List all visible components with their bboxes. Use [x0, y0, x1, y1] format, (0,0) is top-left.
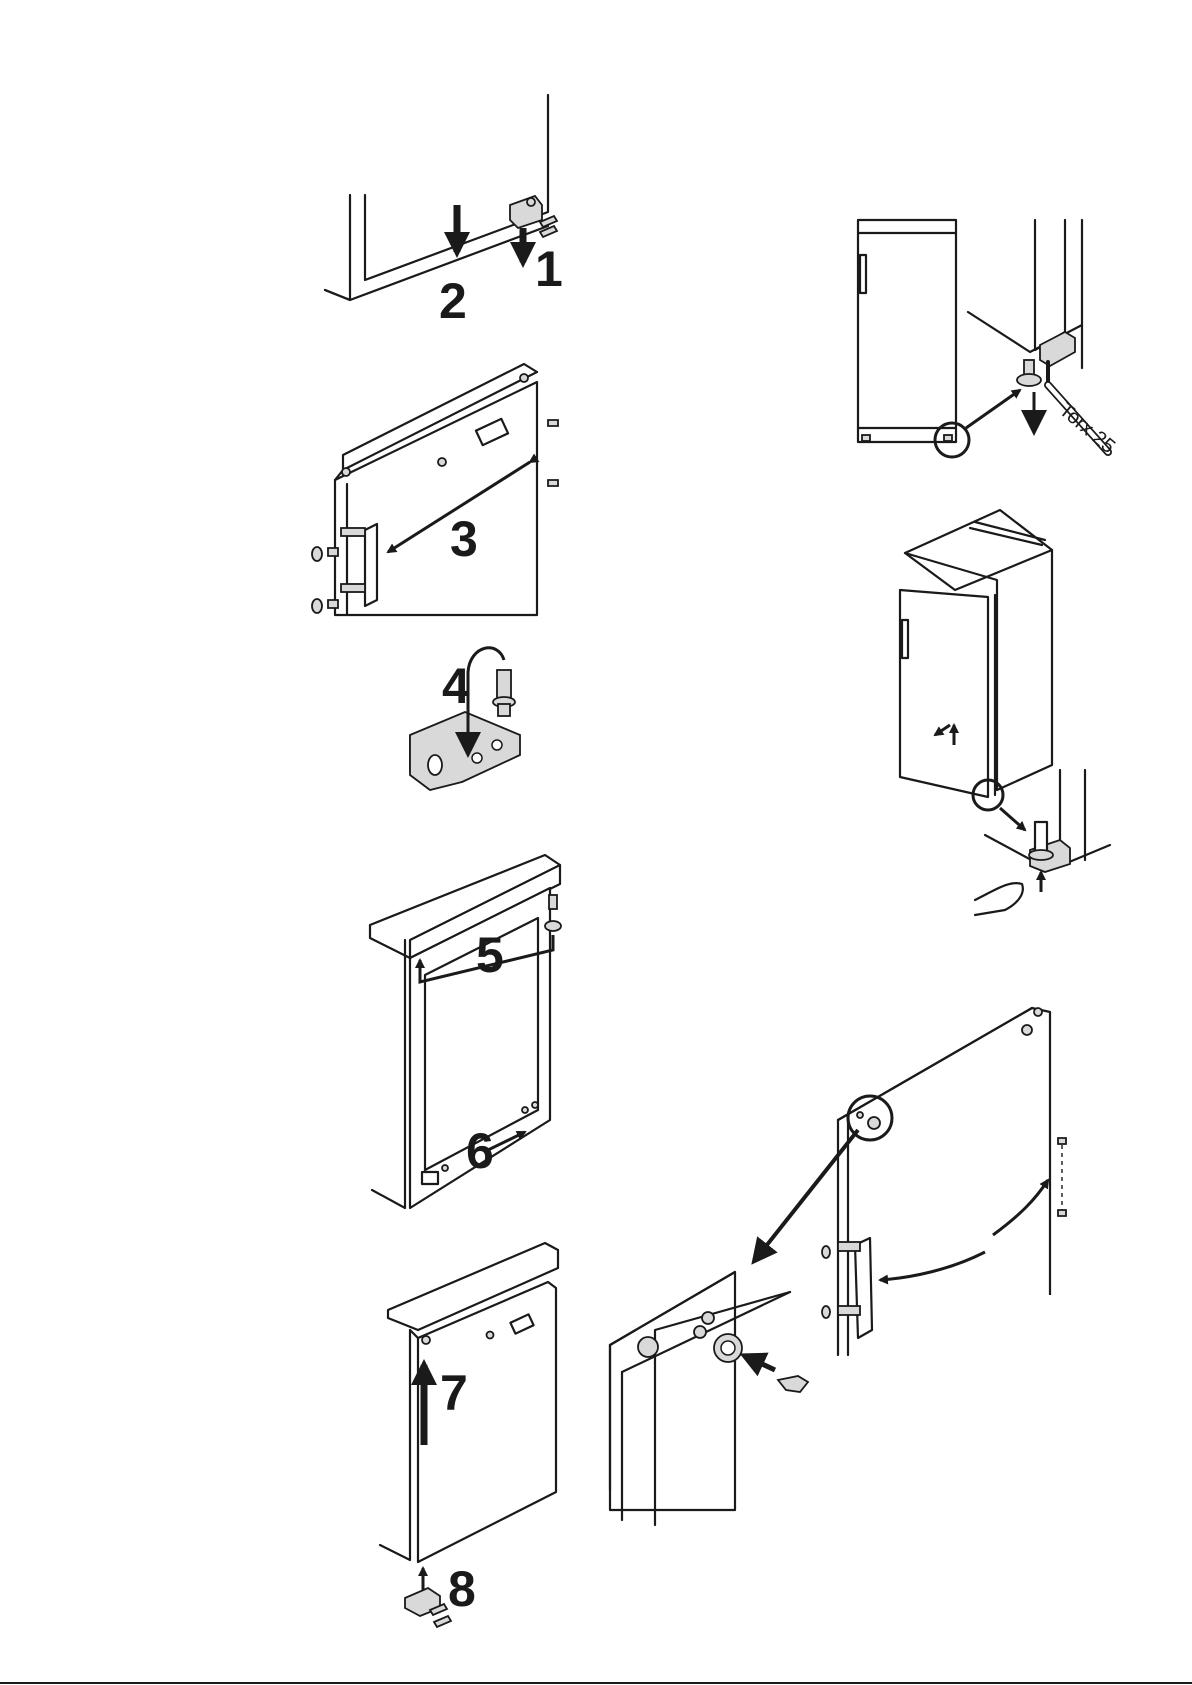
cover-cap: [312, 547, 322, 561]
cover-cap: [822, 1246, 830, 1258]
hinge-pin: [527, 198, 535, 206]
step-number-4: 4: [442, 658, 470, 714]
lock-detail: [610, 1272, 808, 1525]
foot-bracket: [1040, 332, 1075, 366]
step-number-3: 3: [450, 511, 478, 567]
plug: [638, 1337, 658, 1357]
detail-arrow: [966, 390, 1020, 428]
door-panel: [418, 1282, 556, 1562]
fridge-door-open: [900, 590, 988, 797]
tool-label: Torx 25: [1055, 399, 1119, 458]
step-number-7: 7: [440, 1365, 468, 1421]
screw: [549, 895, 557, 909]
fridge-handle: [902, 620, 908, 658]
screw: [548, 480, 558, 486]
step-number-6: 6: [466, 1123, 494, 1179]
fridge-open: [900, 510, 1052, 830]
key-icon: [778, 1376, 808, 1392]
detail-arrow: [755, 1130, 858, 1260]
detail-arrow: [1000, 808, 1025, 830]
screw: [1058, 1210, 1066, 1216]
step-number-2: 2: [439, 273, 467, 329]
door-assembly: [755, 1008, 1066, 1355]
door-handle: [365, 524, 377, 606]
cover-cap: [312, 599, 322, 613]
step-number-8: 8: [448, 1561, 476, 1617]
insert-lock-arrow: [745, 1356, 775, 1370]
screw: [548, 420, 558, 426]
door-hole: [438, 458, 446, 466]
fridge-handle: [860, 255, 866, 293]
step-3-illustration: [312, 364, 558, 615]
cover-cap: [822, 1306, 830, 1318]
hinge-pin: [422, 1336, 430, 1344]
step-number-5: 5: [476, 927, 504, 983]
step-1-2-illustration: [325, 95, 557, 300]
move-handle-arrow: [880, 1252, 985, 1280]
washer: [545, 921, 561, 931]
hinge-bracket: [510, 196, 542, 228]
fridge-body: [858, 220, 956, 442]
door-handle: [855, 1238, 872, 1338]
fridge-overview: [858, 220, 1020, 457]
screw: [1058, 1138, 1066, 1144]
hand-icon: [975, 883, 1023, 915]
step-number-1: 1: [535, 241, 563, 297]
screw: [434, 1616, 451, 1627]
